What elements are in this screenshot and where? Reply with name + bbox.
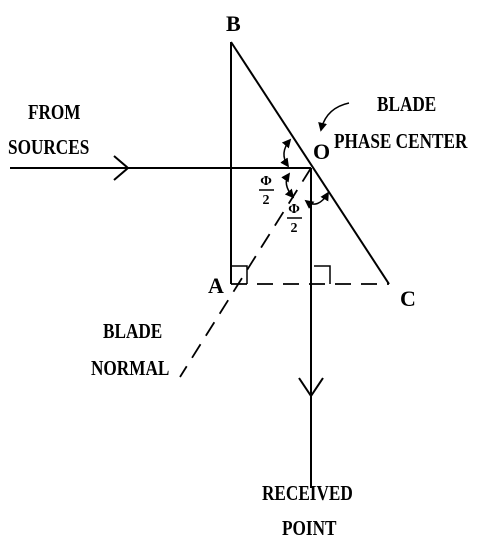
angle-arc-blade-incident	[280, 138, 292, 168]
received-point-line2: POINT	[282, 518, 337, 541]
angle-arc-normal-transmitted	[304, 191, 329, 209]
label-point-b: B	[226, 11, 241, 36]
blade-line-bc	[230, 41, 390, 285]
blade-normal-label-line2: NORMAL	[91, 358, 169, 381]
blade-normal-line	[179, 167, 312, 378]
label-point-c: C	[400, 286, 416, 311]
from-sources-line1: FROM	[28, 102, 81, 125]
blade-phase-center-line2: PHASE CENTER	[334, 131, 468, 154]
right-angle-marker-a	[231, 265, 248, 284]
transmitted-arrowhead-icon	[298, 377, 324, 398]
phase-center-pointer-icon	[318, 102, 350, 132]
angle-upper-denominator: 2	[263, 193, 270, 208]
from-sources-line2: SOURCES	[8, 137, 89, 160]
angle-lower-numerator: Φ	[288, 202, 300, 217]
label-point-a: A	[208, 273, 224, 298]
angle-upper-numerator: Φ	[260, 174, 272, 189]
incident-arrowhead-icon	[113, 155, 130, 181]
right-angle-marker-transmitted	[314, 265, 331, 284]
angle-lower-denominator: 2	[291, 221, 298, 236]
label-point-o: O	[313, 139, 330, 164]
received-point-line1: RECEIVED	[262, 483, 353, 506]
blade-phase-center-line1: BLADE	[377, 94, 436, 117]
angle-arc-incident-normal	[281, 172, 295, 199]
blade-normal-label-line1: BLADE	[103, 321, 162, 344]
